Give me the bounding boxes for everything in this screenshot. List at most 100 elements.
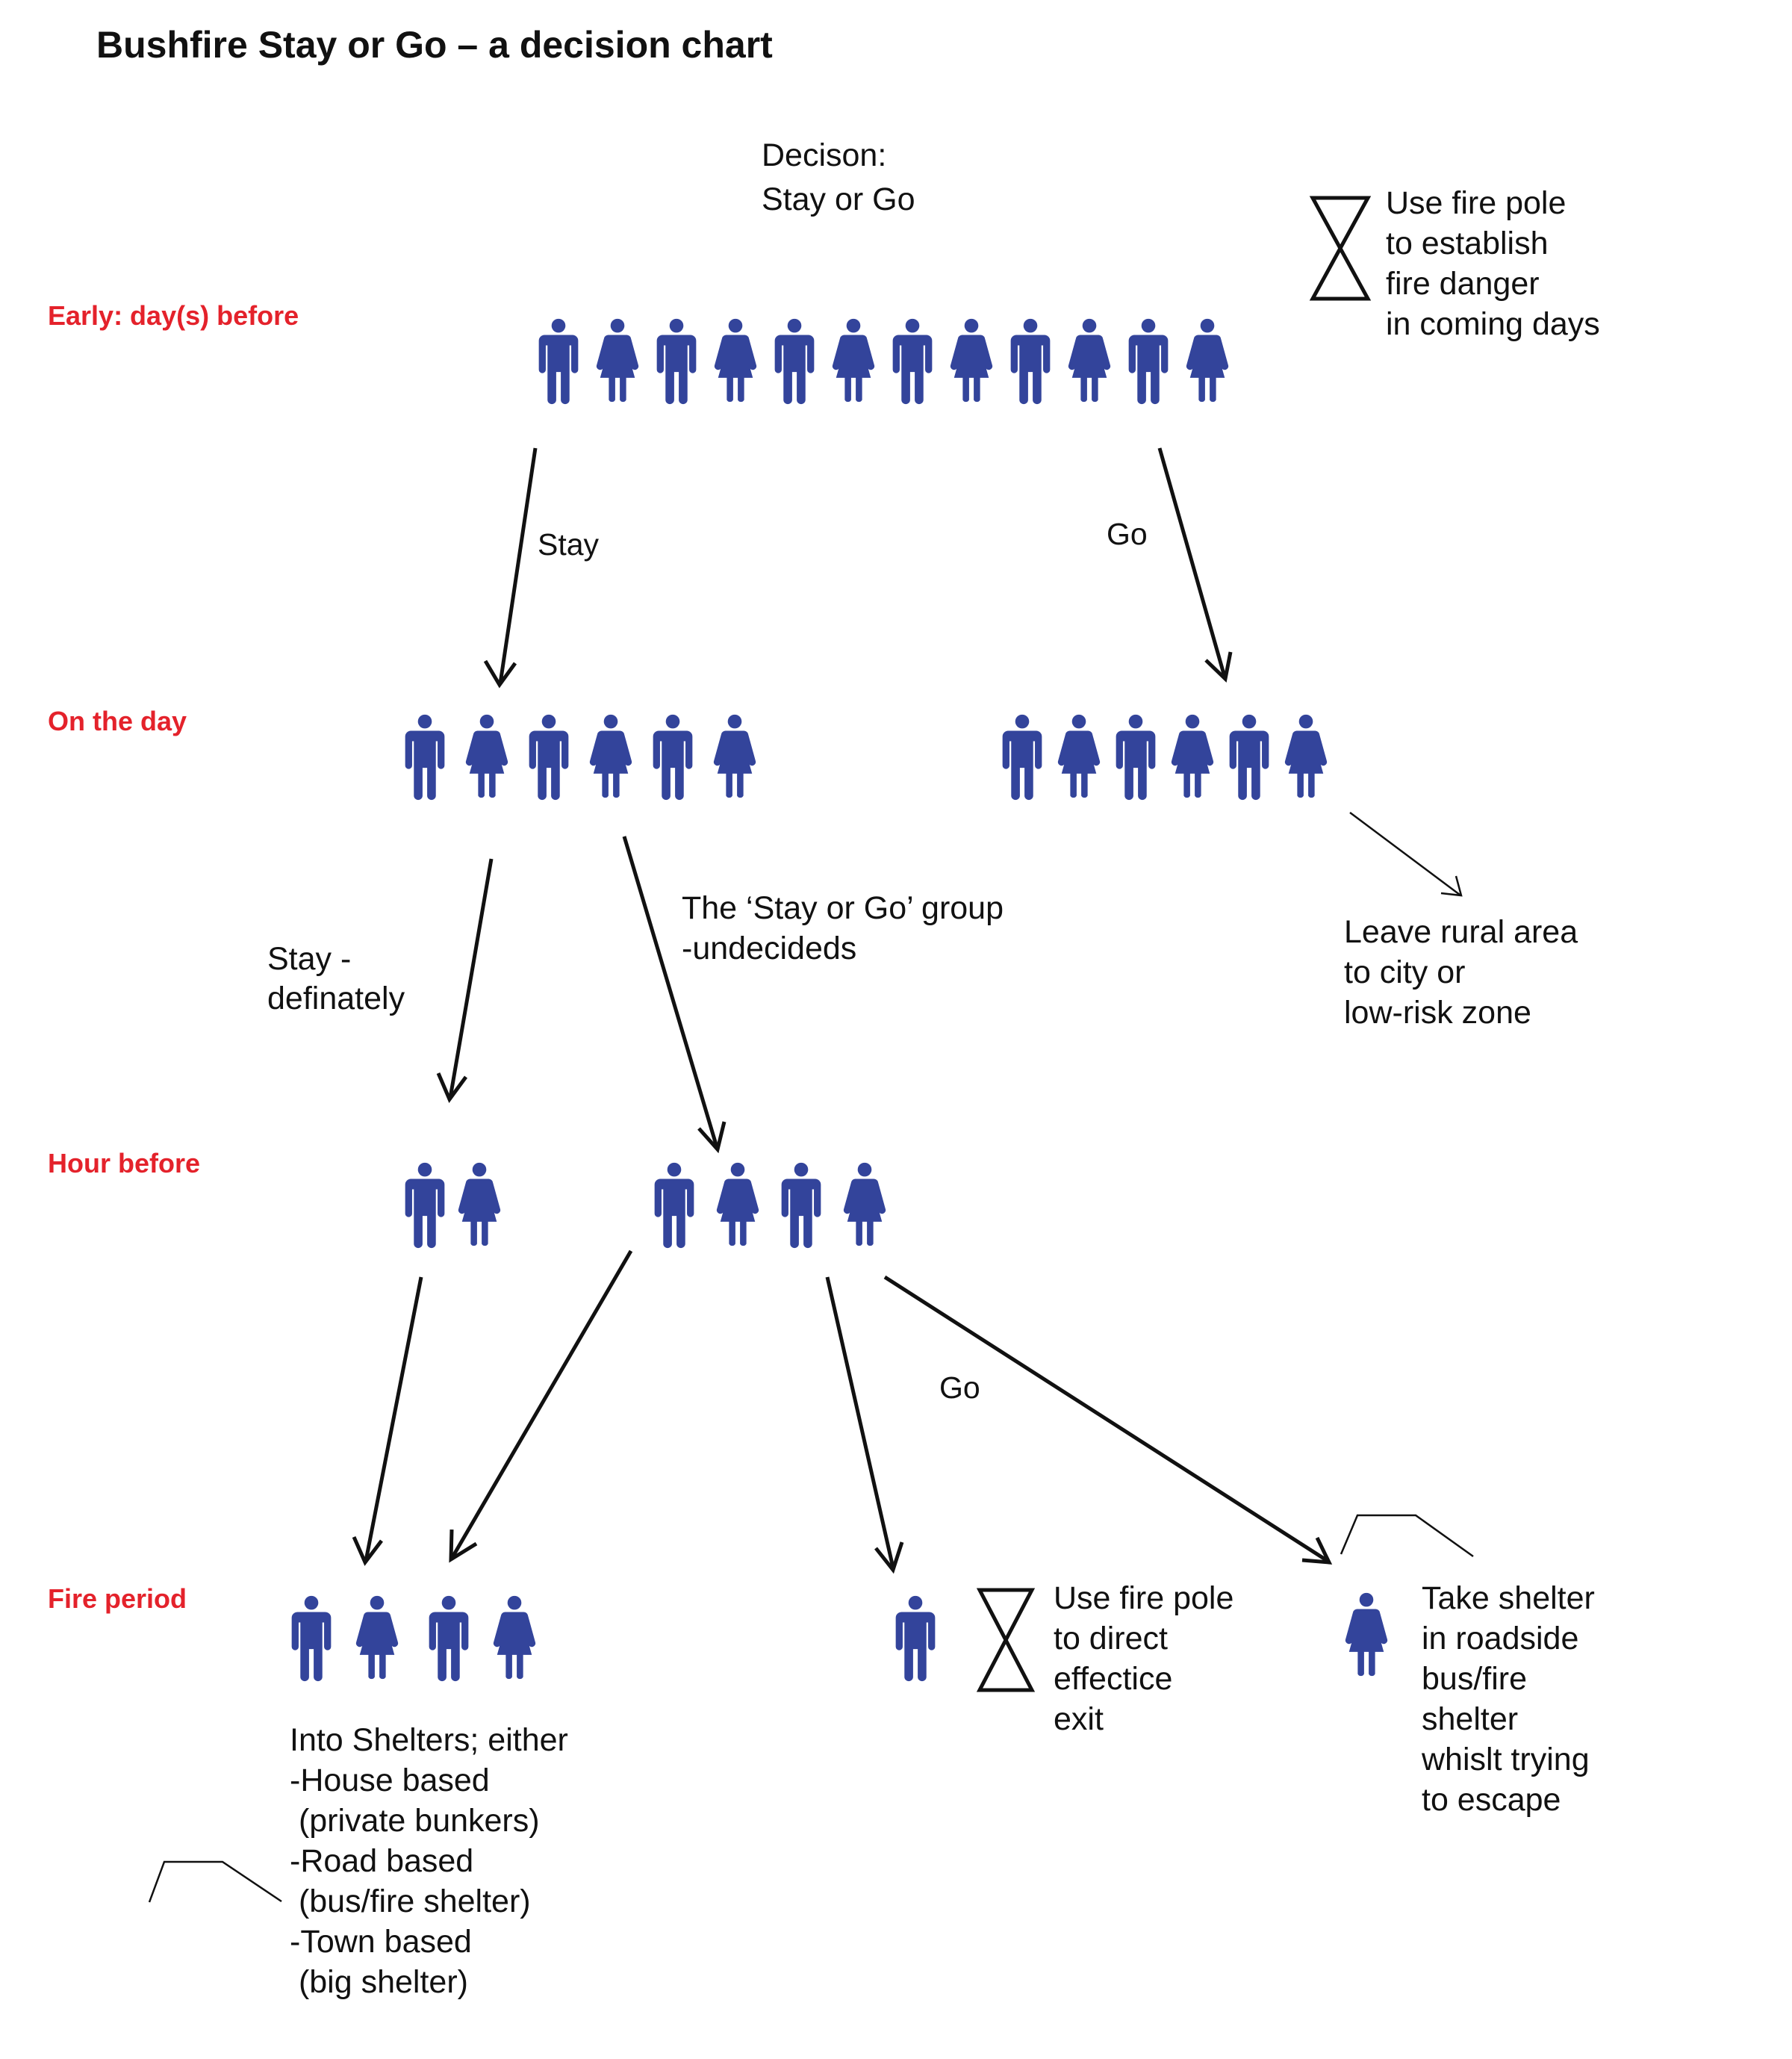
text-line: (private bunkers) [290,1803,540,1839]
arrow-head [1440,875,1463,897]
person-male-icon [895,1595,936,1682]
decision-heading: Decison: Stay or Go [762,137,915,217]
person-female-icon [714,318,757,403]
text-line: Stay - [267,941,351,977]
arrow-go-exit [825,1276,895,1568]
arrow-definite-to-shelter [364,1276,423,1562]
text-line: Use fire pole [1054,1580,1233,1616]
group-hour-definite-stay [405,1162,501,1249]
person-male-icon [405,714,445,801]
person-female-icon [950,318,993,403]
arrow-go-roadside [883,1275,1329,1563]
arrow-undecided [622,836,719,1148]
person-female-icon [1171,714,1214,798]
text-line: to escape [1422,1782,1561,1818]
group-early-all [538,318,1229,405]
person-female-icon [1284,714,1328,798]
person-female-icon [355,1595,399,1680]
label-go-bottom: Go [939,1370,980,1405]
person-female-icon [1345,1592,1388,1677]
person-male-icon [1010,318,1051,405]
page-title: Bushfire Stay or Go – a decision chart [96,24,773,66]
stage-labels: Early: day(s) before On the day Hour bef… [48,300,299,1614]
text-line: -Road based [290,1843,473,1879]
arrow-go [1157,447,1227,677]
text-line: shelter [1422,1701,1518,1737]
text-line: Into Shelters; either [290,1722,568,1758]
text-line: in roadside [1422,1621,1578,1656]
label-stay: Stay [538,527,600,562]
text-line: to direct [1054,1621,1168,1656]
person-male-icon [405,1162,445,1249]
label-stay-definitely: Stay - definately [267,941,405,1016]
person-male-icon [291,1595,332,1682]
hourglass-icon [976,1588,1036,1692]
text-line: effectice [1054,1661,1172,1697]
person-male-icon [1002,714,1042,801]
decision-line-2: Stay or Go [762,181,915,217]
arrow-head [874,1541,904,1574]
person-male-icon [653,714,693,801]
hourglass-icon [1309,196,1372,301]
arrow-undecided-to-shelter [450,1249,633,1559]
person-female-icon [832,318,875,403]
person-male-icon [1116,714,1156,801]
stage-hour-before-label: Hour before [48,1148,200,1178]
text-line: to city or [1344,954,1466,990]
person-female-icon [1186,318,1229,403]
stage-early-label: Early: day(s) before [48,300,299,331]
text-line: fire danger [1386,266,1540,302]
group-fire-shelters [291,1595,536,1682]
person-female-icon [458,1162,501,1246]
stage-on-the-day-label: On the day [48,706,187,736]
arrow-head [697,1121,727,1154]
text-line: -House based [290,1763,490,1798]
text-line: to establish [1386,226,1549,261]
text-line: Leave rural area [1344,914,1578,950]
text-line: -Town based [290,1924,472,1960]
text-line: bus/fire [1422,1661,1527,1697]
person-female-icon [596,318,639,403]
text-line: -undecideds [682,931,856,966]
arrow-leave-rural [1349,811,1460,896]
person-male-icon [656,318,697,405]
shelter-sketch [148,1860,282,1903]
group-hour-undecided [654,1162,886,1249]
person-male-icon [1229,714,1269,801]
note-fire-pole-exit: Use fire pole to direct effectice exit [1054,1580,1233,1737]
decision-line-1: Decison: [762,137,886,173]
arrow-head [449,1529,478,1563]
person-male-icon [538,318,579,405]
group-day-stay [405,714,756,801]
text-line: The ‘Stay or Go’ group [682,890,1004,926]
person-female-icon [713,714,756,798]
text-line: (bus/fire shelter) [290,1883,531,1919]
arrow-head [1301,1536,1333,1565]
person-male-icon [429,1595,469,1682]
shelter-sketch [1340,1514,1474,1558]
person-male-icon [654,1162,694,1249]
note-take-shelter: Take shelter in roadside bus/fire shelter wh… [1421,1580,1595,1818]
text-line: exit [1054,1701,1104,1737]
person-male-icon [892,318,933,405]
text-line: definately [267,981,405,1016]
arrow-head [1204,651,1233,683]
person-female-icon [1068,318,1111,403]
text-line: low-risk zone [1344,995,1531,1031]
arrow-stay [498,447,538,684]
label-go-top: Go [1107,517,1148,551]
text-line: Take shelter [1422,1580,1595,1616]
arrow-stay-definitely [448,858,494,1099]
group-fire-roadside [1345,1592,1388,1677]
note-leave-rural: Leave rural area to city or low-risk zone [1344,914,1578,1031]
arrow-head [352,1535,383,1566]
person-female-icon [1057,714,1101,798]
text-line: whislt trying [1421,1742,1590,1777]
arrows [352,447,1463,1574]
arrow-head [483,659,517,689]
stage-fire-period-label: Fire period [48,1583,187,1614]
text-line: (big shelter) [290,1964,468,2000]
person-male-icon [774,318,815,405]
person-male-icon [529,714,569,801]
note-into-shelters: Into Shelters; either -House based (priva… [290,1722,568,2000]
